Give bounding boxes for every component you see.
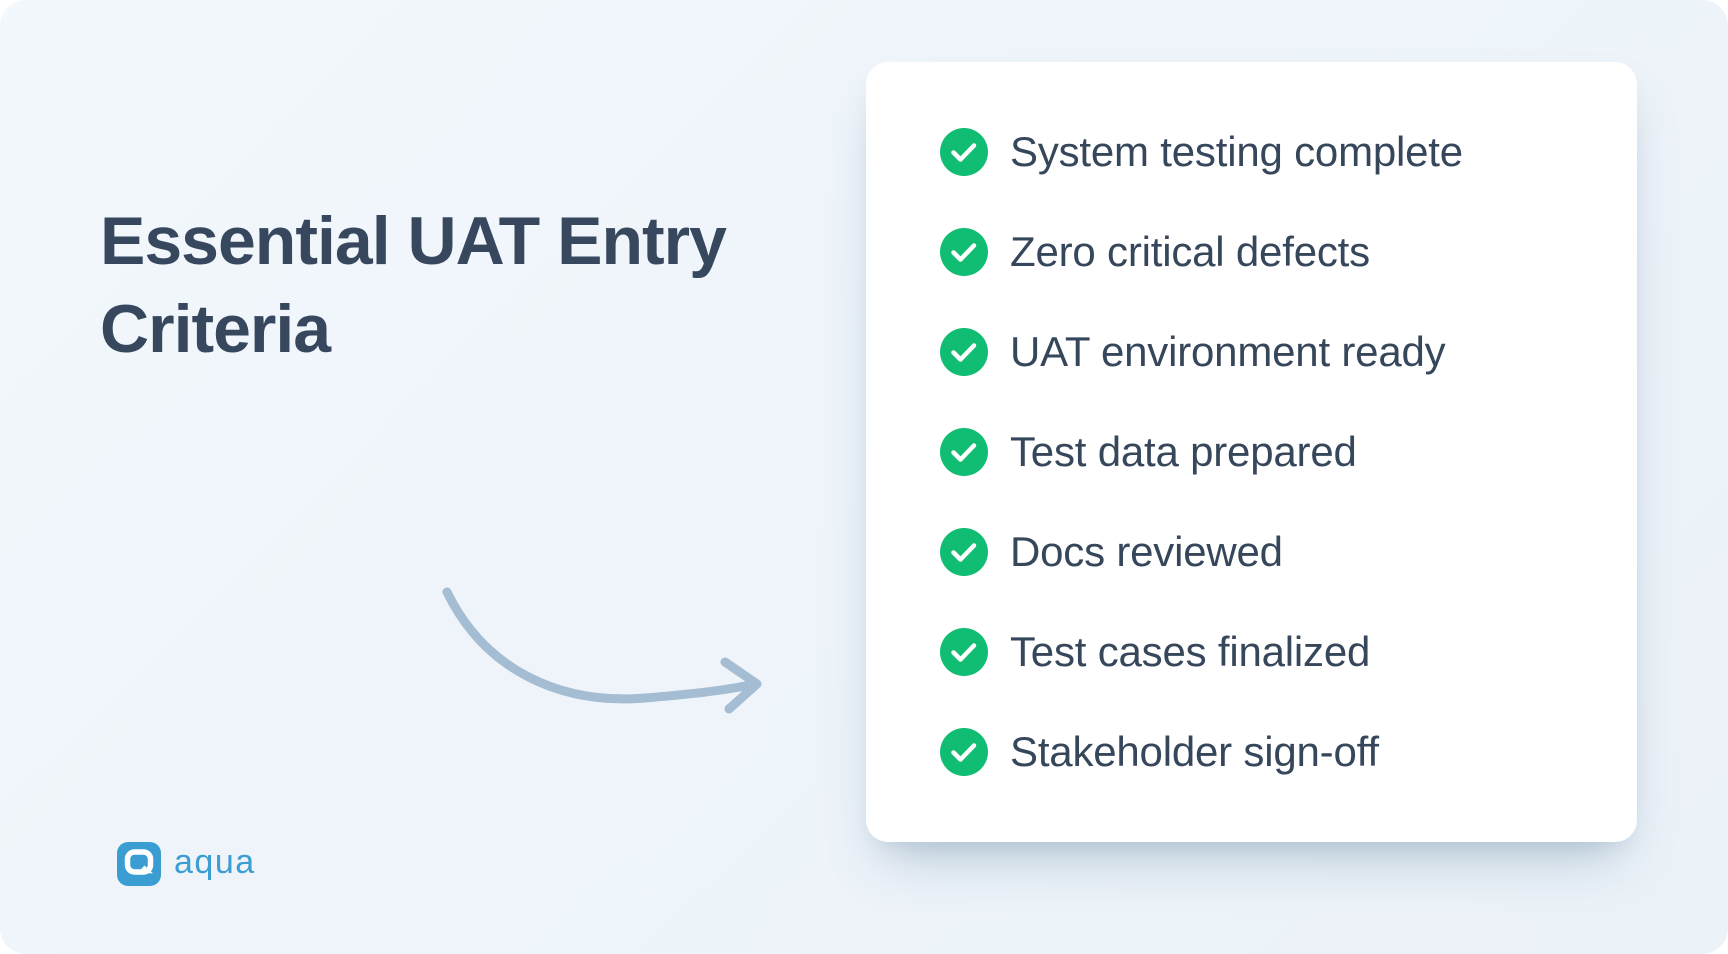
checklist-card: System testing complete Zero critical de…	[866, 62, 1637, 842]
page-title-line-2: Criteria	[100, 290, 331, 367]
checklist-item-label: Test cases finalized	[1010, 628, 1371, 675]
check-circle-icon	[940, 128, 988, 176]
aqua-logo-wordmark: aqua	[174, 843, 256, 881]
aqua-q-icon	[117, 842, 161, 886]
checklist-item-label: Zero critical defects	[1010, 228, 1370, 275]
page-title-line-1: Essential UAT Entry	[100, 203, 727, 279]
checklist-item: Test cases finalized	[940, 602, 1597, 702]
check-circle-icon	[940, 528, 988, 576]
checklist-item-label: Stakeholder sign-off	[1010, 728, 1379, 775]
checklist-item-label: Docs reviewed	[1010, 528, 1283, 575]
check-circle-icon	[940, 228, 988, 276]
checklist-item-label: Test data prepared	[1010, 428, 1357, 475]
checklist-item: Zero critical defects	[940, 202, 1597, 302]
checklist-item: Docs reviewed	[940, 502, 1597, 602]
check-circle-icon	[940, 328, 988, 376]
check-circle-icon	[940, 628, 988, 676]
checklist-item: System testing complete	[940, 102, 1597, 202]
page-title: Essential UAT Entry Criteria	[100, 198, 800, 373]
check-circle-icon	[940, 428, 988, 476]
checklist-item: Stakeholder sign-off	[940, 702, 1597, 802]
curved-arrow-icon	[442, 587, 762, 714]
checklist-item-label: System testing complete	[1010, 128, 1463, 175]
checklist-item-label: UAT environment ready	[1010, 328, 1446, 375]
checklist-item: Test data prepared	[940, 402, 1597, 502]
check-circle-icon	[940, 728, 988, 776]
aqua-logo: aqua	[117, 842, 256, 886]
checklist-item: UAT environment ready	[940, 302, 1597, 402]
